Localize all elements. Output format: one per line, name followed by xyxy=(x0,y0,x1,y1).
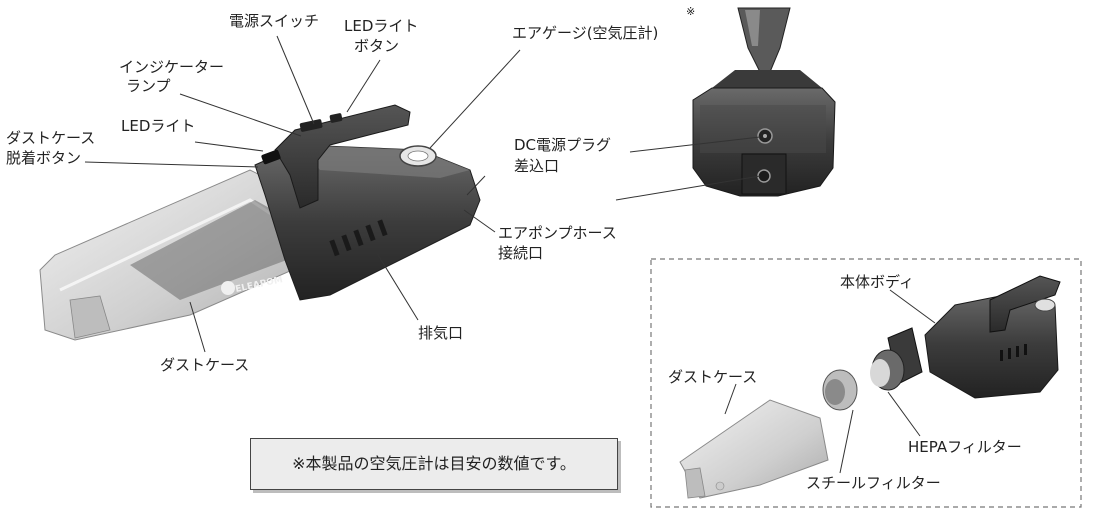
back-view-illustration xyxy=(692,7,836,197)
inner-filter-shadow xyxy=(130,200,300,300)
label-body: 本体ボディ xyxy=(840,273,914,291)
label-hepa-filter: HEPAフィルター xyxy=(908,438,1022,456)
label-steel-filter: スチールフィルター xyxy=(806,474,941,492)
parts-frame xyxy=(650,258,1082,508)
label-dust-case-parts: ダストケース xyxy=(668,368,758,386)
label-indicator-1: インジケーター xyxy=(119,58,225,76)
label-power-switch: 電源スイッチ xyxy=(229,12,320,30)
brand-logo-mark xyxy=(221,281,235,295)
label-dc-plug-1: DC電源プラグ xyxy=(514,136,612,154)
label-dustcase-release-1: ダストケース xyxy=(6,129,96,147)
label-led-light: LEDライト xyxy=(121,117,196,135)
label-air-gauge-mark: ※ xyxy=(686,5,696,18)
handle-shape xyxy=(274,104,411,209)
label-indicator-2: ランプ xyxy=(126,77,171,95)
note-box: ※本製品の空気圧計は目安の数値です。 xyxy=(250,438,618,490)
label-pump-hose-1: エアポンプホース xyxy=(498,224,617,242)
exhaust-vent xyxy=(329,219,388,257)
label-led-button-1: LEDライト xyxy=(344,17,419,35)
label-exhaust: 排気口 xyxy=(418,324,464,342)
exploded-parts-illustration xyxy=(679,275,1061,499)
label-pump-hose-2: 接続口 xyxy=(498,244,544,262)
label-led-button-2: ボタン xyxy=(354,37,400,55)
main-vacuum-illustration xyxy=(39,104,481,341)
label-air-gauge: エアゲージ(空気圧計) xyxy=(512,24,659,42)
label-dustcase-release-2: 脱着ボタン xyxy=(6,149,82,167)
label-dc-plug-2: 差込口 xyxy=(514,157,560,175)
label-dust-case: ダストケース xyxy=(160,356,250,374)
leader-lines xyxy=(84,35,936,474)
